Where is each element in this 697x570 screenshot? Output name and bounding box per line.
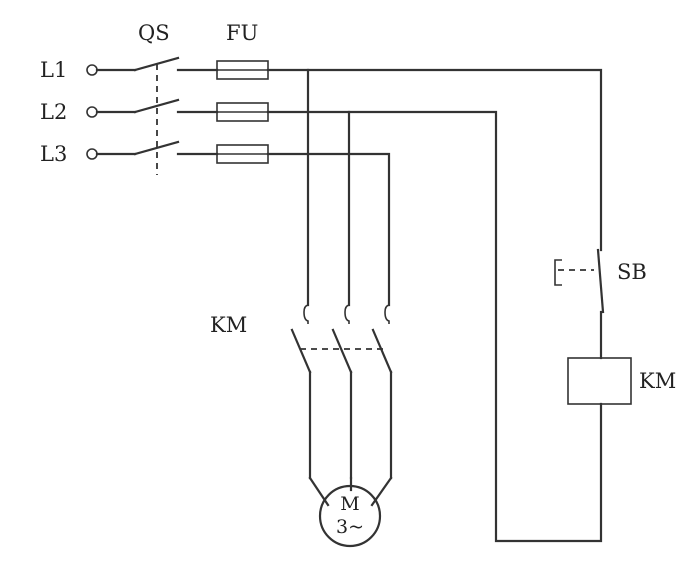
motor-symbol (318, 484, 382, 548)
motor-label-phase: 3~ (336, 516, 364, 538)
label-km-coil: KM (639, 369, 676, 393)
label-l3: L3 (40, 142, 67, 166)
terminal-l1 (86, 64, 98, 76)
label-fu: FU (226, 21, 258, 45)
fu-fuses (216, 60, 269, 164)
label-km-contacts: KM (210, 313, 247, 337)
label-l1: L1 (40, 58, 67, 82)
label-sb: SB (617, 260, 647, 284)
terminal-l3 (86, 148, 98, 160)
motor-label-m: M (340, 493, 359, 515)
label-l2: L2 (40, 100, 67, 124)
main-wiring (266, 68, 603, 543)
input-terminals (86, 64, 137, 160)
terminal-l2 (86, 106, 98, 118)
sb-push-button (554, 248, 605, 360)
km-coil-box (567, 357, 632, 405)
motor: M 3~ (308, 476, 393, 548)
sb-button-head (554, 259, 562, 286)
qs-switch (133, 56, 219, 175)
label-qs: QS (138, 21, 170, 45)
km-coil (567, 357, 632, 405)
km-main-contacts (290, 304, 393, 480)
